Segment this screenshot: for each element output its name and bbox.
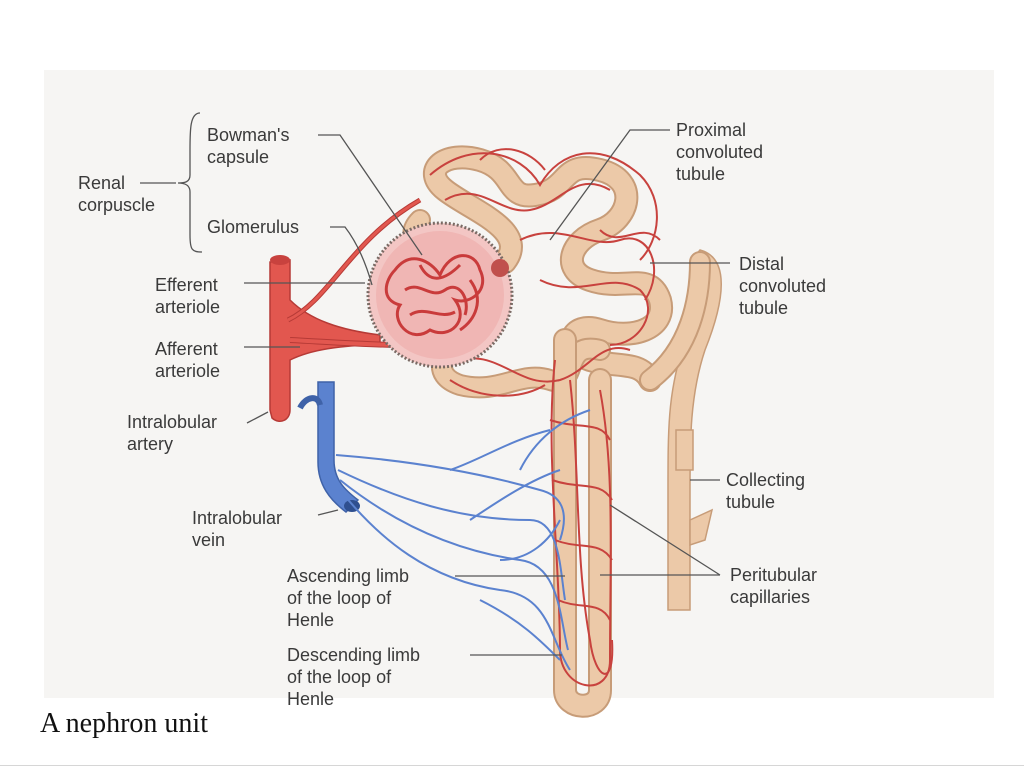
label-descending-limb: Descending limb of the loop of Henle [287, 645, 421, 709]
label-peritubular-capillaries: Peritubular capillaries [730, 565, 818, 607]
label-distal-convoluted-tubule: Distal convoluted tubule [739, 254, 827, 318]
label-glomerulus: Glomerulus [207, 217, 300, 237]
label-bowmans-capsule: Bowman's capsule [207, 125, 290, 167]
bottom-divider [0, 765, 1024, 766]
figure-caption: A nephron unit [40, 708, 208, 739]
loop-of-henle-shape [553, 328, 612, 718]
label-intralobular-artery: Intralobular artery [127, 412, 218, 454]
label-afferent-arteriole: Afferent arteriole [155, 339, 221, 381]
label-ascending-limb: Ascending limb of the loop of Henle [287, 566, 410, 630]
label-collecting-tubule: Collecting tubule [726, 470, 806, 512]
label-renal-corpuscle: Renal corpuscle [78, 173, 156, 215]
renal-corpuscle-shape [366, 221, 514, 369]
label-efferent-arteriole: Efferent arteriole [155, 275, 221, 317]
label-intralobular-vein: Intralobular vein [192, 508, 283, 550]
label-proximal-convoluted-tubule: Proximal convoluted tubule [676, 120, 764, 184]
vein-network-shape [297, 381, 591, 671]
peritubular-capillaries-shape [429, 148, 661, 687]
leader-lines [140, 112, 730, 656]
